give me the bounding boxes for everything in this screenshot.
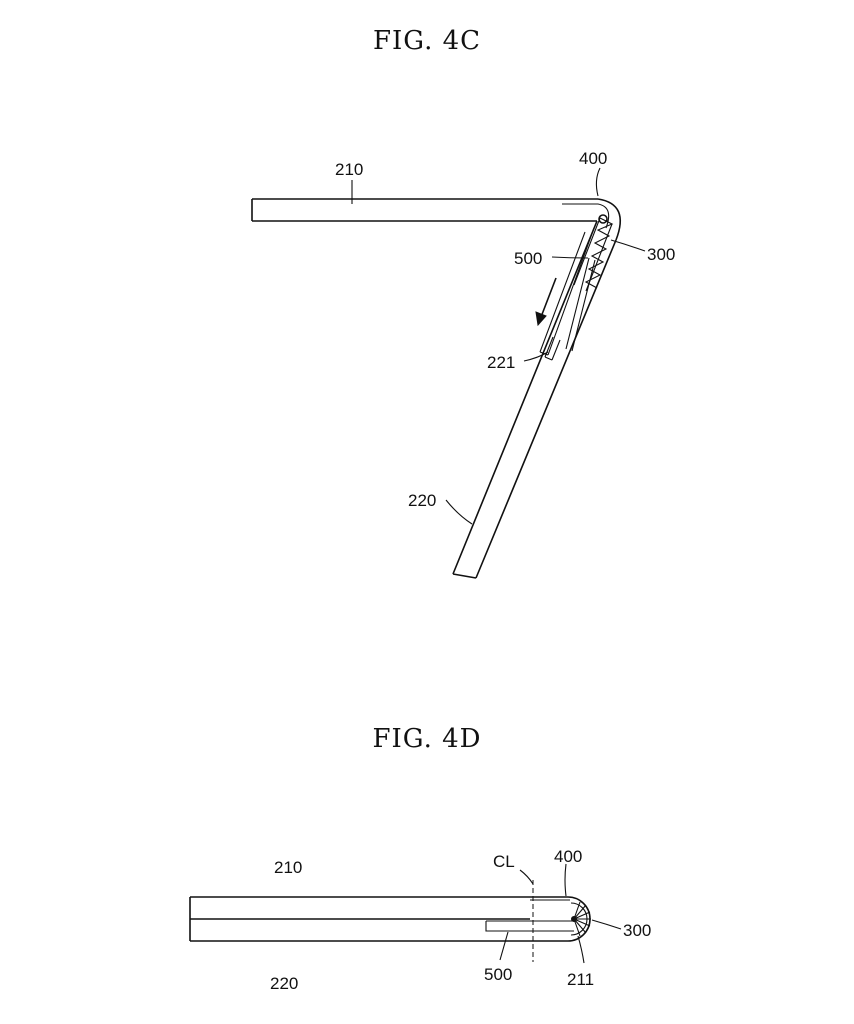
label-300: 300 <box>647 245 675 264</box>
leader-500 <box>499 931 509 961</box>
label-300: 300 <box>623 921 651 940</box>
slot-221 <box>544 336 561 361</box>
leader-400 <box>595 167 601 197</box>
leader-221 <box>523 351 549 362</box>
label-500: 500 <box>484 965 512 984</box>
leader-500 <box>551 256 589 259</box>
panel-220 <box>452 220 617 579</box>
label-221: 221 <box>487 353 515 372</box>
label-cl: CL <box>493 852 515 871</box>
label-220: 220 <box>270 974 298 993</box>
panel-210 <box>251 198 598 222</box>
label-211: 211 <box>567 970 594 989</box>
leader-cl <box>519 869 534 885</box>
hinge-cover-400 <box>597 198 621 241</box>
leader-300 <box>591 919 622 930</box>
label-220: 220 <box>408 491 436 510</box>
figure-4c-title: FIG. 4C <box>372 26 482 56</box>
label-400: 400 <box>554 847 582 866</box>
hinge-300 <box>571 901 591 937</box>
slide-guide <box>565 257 596 352</box>
leader-220 <box>445 499 473 525</box>
panels-210-220 <box>189 896 568 942</box>
label-400: 400 <box>579 149 607 168</box>
figure-4c: 210 400 300 500 221 220 <box>251 149 675 579</box>
hinge-inner-line <box>562 203 610 229</box>
figure-4d: 210 CL 400 300 220 500 211 <box>189 847 651 993</box>
label-210: 210 <box>274 858 302 877</box>
leader-211 <box>577 935 585 964</box>
direction-arrow <box>535 277 557 327</box>
figure-4d-title: FIG. 4D <box>372 724 482 754</box>
label-210: 210 <box>335 160 363 179</box>
leader-400 <box>564 863 567 897</box>
slide-member-500 <box>485 920 574 932</box>
label-500: 500 <box>514 249 542 268</box>
leader-300 <box>610 239 646 252</box>
hinge-300 <box>573 214 614 292</box>
slide-member-500 <box>539 227 595 356</box>
